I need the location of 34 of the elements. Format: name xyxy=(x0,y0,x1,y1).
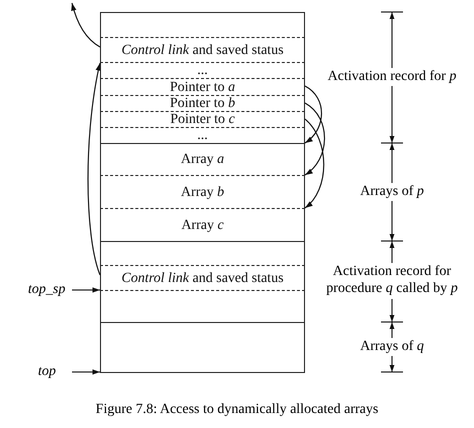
arrow xyxy=(87,62,102,276)
memory-field xyxy=(100,143,305,176)
arrow xyxy=(71,2,100,48)
field-label: Pointer to c xyxy=(170,113,235,127)
memory-field xyxy=(100,290,305,323)
memory-field xyxy=(100,37,305,63)
memory-field xyxy=(100,208,305,242)
field-label: ... xyxy=(197,129,208,143)
arrow xyxy=(72,287,100,293)
memory-field xyxy=(100,78,305,96)
field-label: Array b xyxy=(180,186,224,200)
arrow xyxy=(304,118,324,208)
memory-field xyxy=(100,12,305,38)
field-label: Array a xyxy=(180,153,224,167)
field-label: Control link and saved status xyxy=(121,44,284,58)
memory-field xyxy=(100,62,305,79)
pointer-label: top xyxy=(38,365,56,379)
memory-field xyxy=(100,95,305,112)
memory-field xyxy=(100,241,305,266)
field-label: Control link and saved status xyxy=(121,272,284,286)
memory-field xyxy=(100,175,305,209)
field-label: Array c xyxy=(181,218,224,232)
arrow xyxy=(72,369,100,375)
field-label: Pointer to b xyxy=(170,97,236,111)
arrow xyxy=(304,102,326,176)
memory-field xyxy=(100,111,305,128)
pointer-label: top_sp xyxy=(28,283,66,297)
field-label: Pointer to a xyxy=(170,80,236,94)
field-label: ... xyxy=(197,64,208,78)
arrow xyxy=(304,86,322,144)
memory-field xyxy=(100,265,305,291)
memory-field xyxy=(100,127,305,144)
memory-field xyxy=(100,322,305,373)
figure-caption: Figure 7.8: Access to dynamically allocated arrays xyxy=(94,402,380,418)
